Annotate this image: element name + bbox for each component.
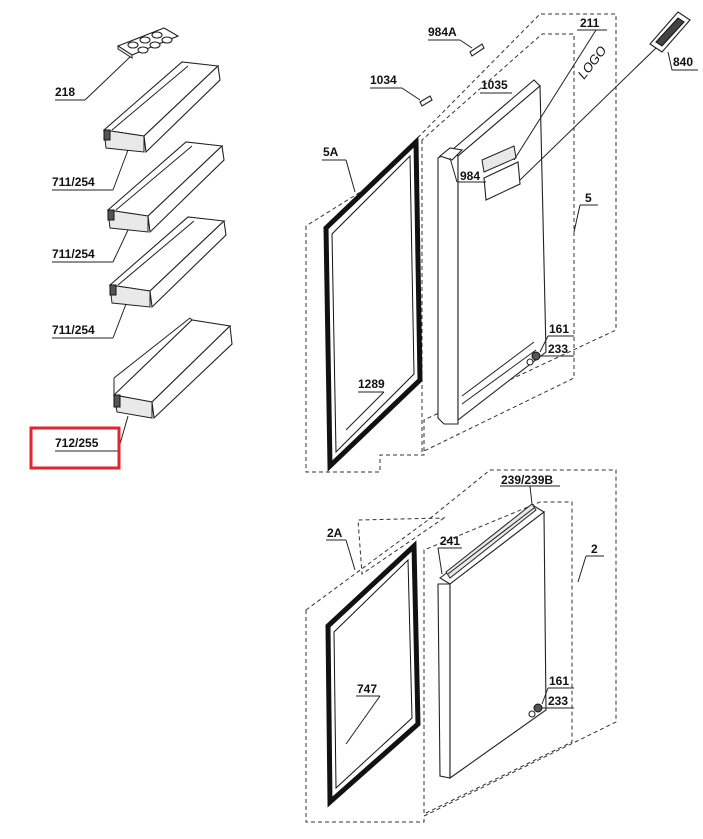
- upper-door-assy-outline: [305, 13, 617, 473]
- lower-gasket-outline: [357, 517, 446, 575]
- lower-door-inner-outline: [423, 501, 573, 815]
- egg-tray: [116, 27, 180, 59]
- label-211: 211: [580, 16, 600, 30]
- label-1034: 1034: [370, 73, 397, 87]
- label-218: 218: [55, 85, 75, 99]
- label-984: 984: [460, 169, 480, 183]
- lower-hinge: [528, 703, 543, 718]
- highlight-box: [29, 426, 121, 470]
- upper-door-inner-outline: [421, 33, 575, 453]
- leader-line: [345, 391, 385, 431]
- display-panel-840: [649, 11, 691, 53]
- leader-line: [345, 159, 356, 193]
- pin-1034: [419, 95, 433, 107]
- label-233-upper: 233: [548, 342, 568, 356]
- label-711-254-b: 711/254: [52, 247, 95, 261]
- leader-line: [437, 547, 443, 575]
- label-1289: 1289: [358, 377, 385, 391]
- label-747: 747: [357, 682, 377, 696]
- lower-door: [437, 503, 547, 780]
- leader-line: [112, 149, 129, 191]
- door-shelf-2: [106, 141, 225, 234]
- leader-line: [573, 204, 581, 233]
- leader-line: [529, 485, 533, 505]
- upper-gasket: [323, 136, 423, 472]
- label-712-255: 712/255: [55, 436, 99, 450]
- leader-line: [513, 29, 597, 161]
- label-241: 241: [440, 534, 460, 548]
- label-5A: 5A: [323, 145, 339, 159]
- bottle-shelf: [112, 317, 233, 420]
- leader-line: [345, 539, 356, 571]
- label-5: 5: [585, 191, 592, 205]
- label-239-239B: 239/239B: [501, 473, 553, 487]
- label-233-lower: 233: [548, 694, 568, 708]
- leader-line: [667, 51, 673, 71]
- label-2: 2: [591, 542, 598, 556]
- leader-line: [541, 687, 549, 705]
- label-2A: 2A: [327, 526, 343, 540]
- label-840: 840: [673, 55, 693, 69]
- leader-line: [112, 229, 129, 263]
- label-711-254-c: 711/254: [52, 323, 95, 337]
- door-shelf-3: [108, 216, 227, 309]
- label-711-254-a: 711/254: [52, 175, 95, 189]
- leader-line: [459, 39, 473, 49]
- label-984A: 984A: [428, 25, 457, 39]
- label-1035: 1035: [481, 78, 508, 92]
- leader-line: [519, 47, 657, 181]
- label-161-upper: 161: [549, 322, 569, 336]
- door-shelf-1: [102, 61, 221, 154]
- leader-line: [84, 56, 131, 101]
- hinge-cover-984A: [469, 43, 485, 57]
- leader-line: [401, 87, 421, 101]
- label-161-lower: 161: [549, 674, 569, 688]
- upper-door: [437, 79, 547, 425]
- logo-text: LOGO: [575, 43, 610, 82]
- leader-line: [345, 695, 381, 745]
- leader-line: [112, 303, 127, 339]
- leader-line: [539, 335, 549, 353]
- leader-line: [449, 157, 458, 183]
- leader-line: [577, 555, 587, 583]
- lower-door-assy-outline: [305, 469, 617, 823]
- upper-hinge: [526, 351, 541, 366]
